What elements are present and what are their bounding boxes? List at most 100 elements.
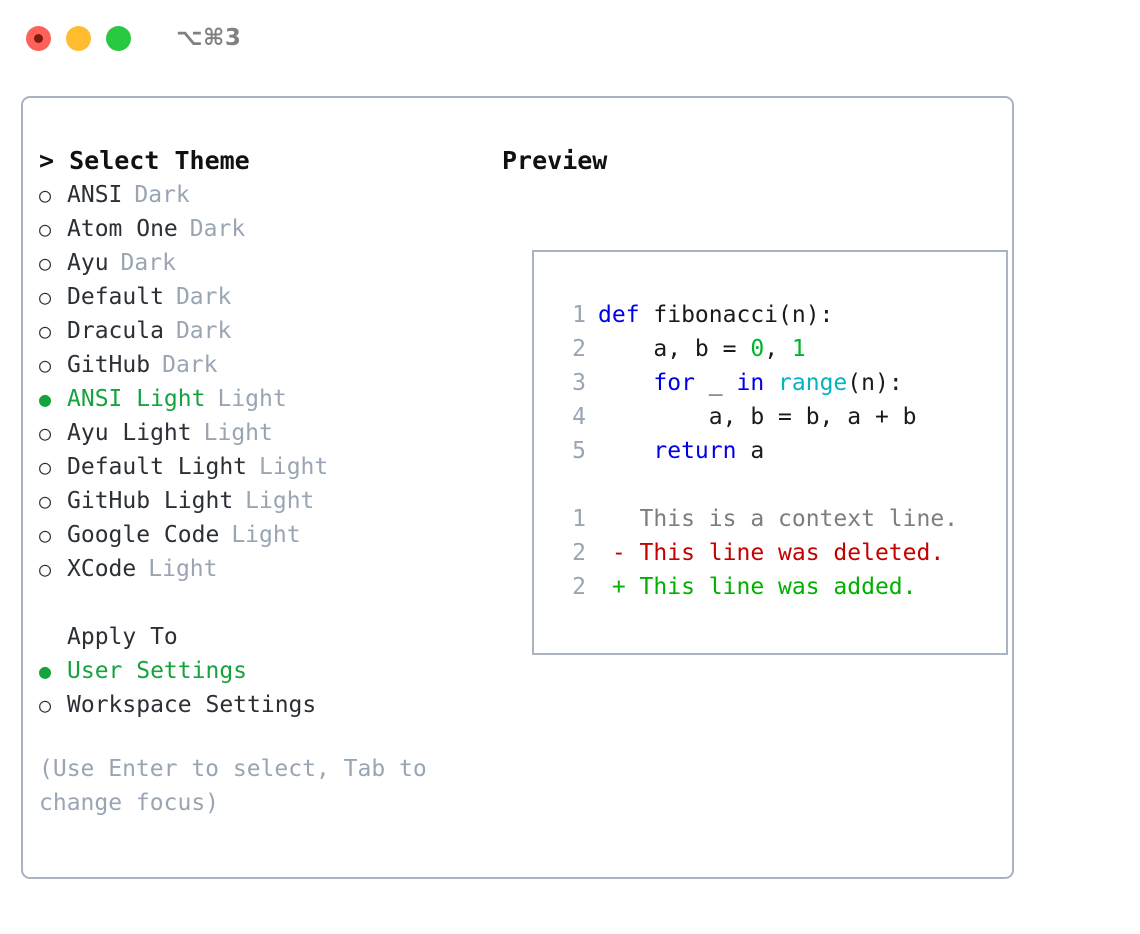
theme-option-variant: Dark [189,216,246,242]
list-spacer [39,586,499,620]
radio-selected-icon: ● [39,659,52,683]
title-bar: ⌥⌘3 [0,0,1140,76]
diff-line-text: + This line was added. [598,574,917,600]
code-token: (n): [847,370,903,396]
diff-line-add: 2 + This line was added. [552,570,958,604]
theme-option-variant: Light [203,420,273,446]
theme-option-variant: Dark [175,318,232,344]
radio-unselected-icon: ○ [39,319,52,343]
apply-to-option-workspace-settings[interactable]: ○Workspace Settings [39,688,499,722]
code-token: range [778,370,848,396]
code-token: 1 [791,336,806,362]
select-theme-title: > Select Theme [39,146,250,175]
theme-option-ayu[interactable]: ○ Ayu Dark [39,246,499,280]
code-line-text: a, b = b, a + b [598,400,917,434]
diff-line-ctx: 1 This is a context line. [552,502,958,536]
code-token: a, b = [598,336,751,362]
theme-option-default[interactable]: ○ Default Dark [39,280,499,314]
code-line-text: def fibonacci(n): [598,298,833,332]
radio-unselected-icon: ○ [39,557,52,581]
theme-option-label: Default [67,284,164,310]
line-number: 3 [572,370,586,396]
recording-indicator-icon [34,33,43,43]
keyboard-hint-text: (Use Enter to select, Tab to change focu… [39,756,427,816]
code-token [598,438,653,464]
radio-unselected-icon: ○ [39,523,52,547]
code-line: 2 a, b = 0, 1 [552,332,958,366]
theme-option-variant: Light [148,556,218,582]
theme-option-variant: Dark [175,284,232,310]
code-token: return [653,438,737,464]
theme-option-default-light[interactable]: ○ Default Light Light [39,450,499,484]
code-line: 5 return a [552,434,958,468]
theme-option-label: ANSI [67,182,123,208]
code-line: 4 a, b = b, a + b [552,400,958,434]
line-number: 1 [572,302,586,328]
close-button[interactable] [26,25,51,51]
theme-option-variant: Light [217,386,287,412]
radio-unselected-icon: ○ [39,217,52,241]
line-number: 2 [572,540,586,566]
radio-unselected-icon: ○ [39,489,52,513]
theme-option-variant: Light [231,522,301,548]
theme-option-ayu-light[interactable]: ○ Ayu Light Light [39,416,499,450]
theme-option-variant: Dark [134,182,190,208]
apply-to-option-user-settings[interactable]: ●User Settings [39,654,499,688]
theme-option-atom-one[interactable]: ○ Atom One Dark [39,212,499,246]
line-number: 1 [572,506,586,532]
theme-option-label: Default Light [67,454,248,480]
theme-option-label: ANSI Light [67,386,206,412]
radio-unselected-icon: ○ [39,421,52,445]
theme-option-label: Ayu [67,250,109,276]
theme-option-github[interactable]: ○ GitHub Dark [39,348,499,382]
code-line-text: return a [598,434,764,468]
line-number: 5 [572,438,586,464]
apply-to-heading: Apply To [67,624,178,650]
radio-selected-icon: ● [39,387,52,411]
apply-to-list[interactable]: ●User Settings○Workspace Settings [39,654,499,722]
theme-option-ansi[interactable]: ○ ANSI Dark [39,178,499,212]
minimize-button[interactable] [66,25,91,51]
radio-unselected-icon: ○ [39,251,52,275]
preview-title: Preview [502,146,608,175]
radio-unselected-icon: ○ [39,285,52,309]
code-token: for [653,370,695,396]
line-number: 2 [572,336,586,362]
theme-option-xcode[interactable]: ○ XCode Light [39,552,499,586]
code-token: 0 [750,336,765,362]
theme-option-label: Ayu Light [67,420,192,446]
diff-line-text: This is a context line. [598,506,959,532]
maximize-button[interactable] [106,25,131,51]
code-token: fibonacci(n): [653,302,834,328]
code-token: in [736,370,765,396]
theme-option-ansi-light[interactable]: ● ANSI Light Light [39,382,499,416]
diff-line-text: - This line was deleted. [598,540,945,566]
theme-option-label: Atom One [67,216,178,242]
radio-unselected-icon: ○ [39,353,52,377]
theme-option-variant: Light [245,488,315,514]
code-token: a, b = b, a + b [598,404,917,430]
code-token: def [598,302,654,328]
theme-option-label: XCode [67,556,137,582]
theme-option-label: GitHub [67,352,151,378]
radio-unselected-icon: ○ [39,455,52,479]
code-token: , [764,336,792,362]
code-line: 1 def fibonacci(n): [552,298,958,332]
code-token [598,370,653,396]
keyboard-shortcut-label: ⌥⌘3 [176,25,242,51]
theme-option-variant: Light [259,454,329,480]
line-number: 2 [572,574,586,600]
diff-line-del: 2 - This line was deleted. [552,536,958,570]
theme-option-variant: Dark [120,250,176,276]
theme-option-variant: Dark [162,352,218,378]
code-token [764,370,778,396]
radio-unselected-icon: ○ [39,183,52,207]
code-token: a [736,438,765,464]
